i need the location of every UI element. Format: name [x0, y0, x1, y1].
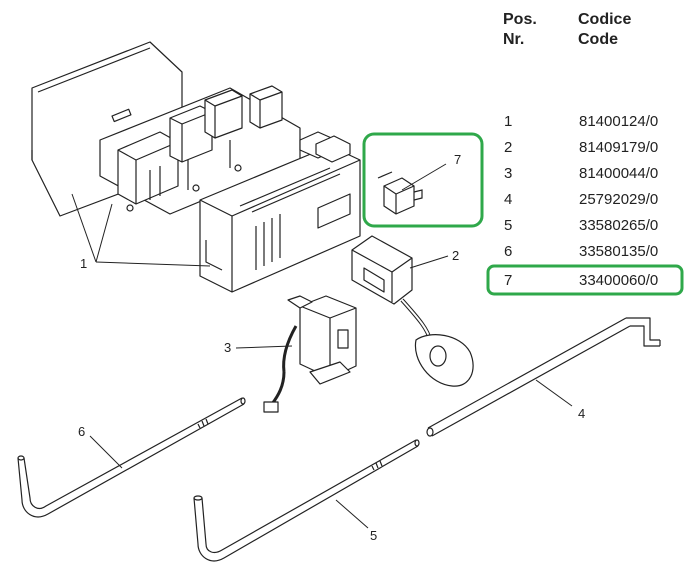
row-code: 81400044/0: [579, 165, 658, 182]
row-pos: 7: [504, 272, 512, 289]
row-code: 81400124/0: [579, 113, 658, 130]
row-pos: 4: [504, 191, 512, 208]
callout-2: 2: [452, 248, 459, 263]
row-pos: 3: [504, 165, 512, 182]
part-5-tube: [193, 439, 420, 562]
table-row: 6 33580135/0: [504, 243, 658, 260]
callout-4: 4: [578, 406, 585, 421]
code-header-line1: Codice: [578, 11, 631, 28]
table-row: 4 25792029/0: [504, 191, 658, 208]
row-code: 33580265/0: [579, 217, 658, 234]
part-3-lock: [263, 295, 357, 413]
code-header-line2: Code: [578, 31, 618, 48]
part-7-switch: 7: [362, 132, 484, 228]
part-2-sensor: [351, 235, 474, 387]
pos-header-line1: Pos.: [503, 11, 537, 28]
row-highlight-box: [486, 264, 684, 296]
callout-7: 7: [454, 152, 461, 167]
table-row: 1 81400124/0: [504, 113, 658, 130]
part-4-rod: [426, 317, 661, 437]
callout-5: 5: [370, 528, 377, 543]
table-row: 2 81409179/0: [504, 139, 658, 156]
pos-header-line2: Nr.: [503, 31, 524, 48]
callout-3: 3: [224, 340, 231, 355]
row-pos: 5: [504, 217, 512, 234]
part-7-highlight-box: [362, 132, 484, 228]
row-pos: 6: [504, 243, 512, 260]
row-pos: 1: [504, 113, 512, 130]
row-code: 33400060/0: [579, 272, 658, 289]
table-row-highlighted: 7 33400060/0: [486, 264, 684, 296]
callout-1: 1: [80, 256, 87, 271]
callout-6: 6: [78, 424, 85, 439]
part-6-tube: [17, 397, 246, 518]
part-control-board: [31, 41, 361, 293]
callout-1-leaders: [71, 193, 211, 267]
table-row: 3 81400044/0: [504, 165, 658, 182]
row-code: 25792029/0: [579, 191, 658, 208]
table-row: 5 33580265/0: [504, 217, 658, 234]
row-code: 81409179/0: [579, 139, 658, 156]
row-pos: 2: [504, 139, 512, 156]
parts-table: Pos. Nr. Codice Code 1 81400124/0 2 8140…: [486, 11, 684, 296]
row-code: 33580135/0: [579, 243, 658, 260]
